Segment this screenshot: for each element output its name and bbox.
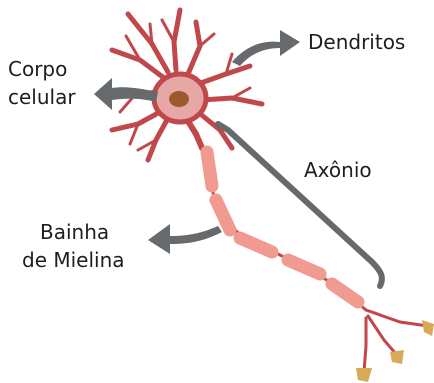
dendrite-branch bbox=[200, 34, 214, 46]
terminal-branch bbox=[368, 316, 396, 354]
nucleus bbox=[169, 91, 189, 107]
label-dendrites: Dendritos bbox=[308, 28, 405, 56]
myelin-segment bbox=[240, 238, 272, 252]
myelin-segment bbox=[216, 200, 230, 230]
dendrite-branch bbox=[162, 20, 174, 42]
myelin-segment bbox=[207, 152, 212, 186]
myelin-segment bbox=[288, 260, 320, 274]
label-myelin-sheath: Bainha de Mielina bbox=[22, 218, 125, 274]
synaptic-knob bbox=[422, 320, 434, 336]
label-cell-body: Corpo celular bbox=[8, 55, 76, 111]
synaptic-knob bbox=[390, 350, 404, 364]
label-axon: Axônio bbox=[304, 156, 372, 184]
terminal-branch bbox=[366, 310, 428, 326]
dendrite-branch bbox=[188, 22, 200, 74]
cell-body bbox=[154, 74, 206, 122]
dendrite-branch bbox=[198, 66, 250, 84]
dendrite-branch bbox=[174, 10, 180, 70]
label-axon-text: Axônio bbox=[304, 158, 372, 182]
label-myelin-line2: de Mielina bbox=[22, 246, 125, 274]
label-myelin-line1: Bainha bbox=[22, 218, 125, 246]
label-cell-body-line1: Corpo bbox=[8, 55, 76, 83]
dendrite-branch bbox=[148, 118, 168, 160]
myelin-segment bbox=[332, 284, 358, 302]
synaptic-knob bbox=[356, 368, 372, 382]
label-dendrites-text: Dendritos bbox=[308, 30, 405, 54]
curved-arrow-icon bbox=[148, 224, 222, 254]
dendrite-branch bbox=[232, 88, 250, 98]
dendrite-branch bbox=[150, 24, 152, 44]
terminal-branch bbox=[364, 318, 366, 372]
curved-arrow-icon bbox=[232, 30, 300, 66]
label-cell-body-line2: celular bbox=[8, 83, 76, 111]
